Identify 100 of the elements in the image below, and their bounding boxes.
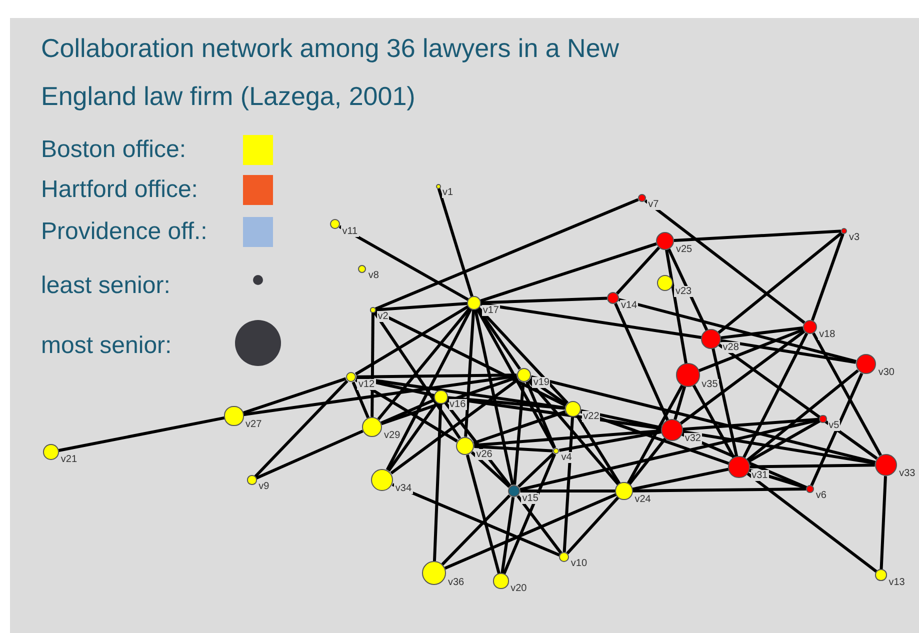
connection-line <box>576 415 621 484</box>
connection-line <box>354 378 458 442</box>
connection-line <box>58 416 225 452</box>
node-label: v30 <box>877 367 896 378</box>
connection-line <box>518 452 555 488</box>
connection-line <box>392 483 560 556</box>
node-label: v10 <box>570 558 588 570</box>
connection-line <box>746 472 878 573</box>
connection-line <box>352 381 370 418</box>
connection-line <box>478 306 569 404</box>
connection-line <box>750 464 875 468</box>
lawyer-node <box>840 228 848 234</box>
connection-line <box>470 451 510 488</box>
node-label: v26 <box>475 448 494 460</box>
connection-line <box>386 308 472 471</box>
connection-line <box>242 377 346 414</box>
connection-line <box>718 232 843 334</box>
connection-line <box>812 332 882 456</box>
legend-label: least senior: <box>41 272 170 300</box>
connection-line <box>632 488 806 492</box>
connection-line <box>562 417 574 552</box>
connection-line <box>447 396 662 430</box>
connection-line <box>480 242 657 302</box>
legend-label: most senior: <box>41 332 172 360</box>
connection-line <box>480 302 702 340</box>
connection-line <box>387 401 438 472</box>
connection-line <box>880 476 887 570</box>
connection-line <box>618 298 856 363</box>
connection-line <box>566 496 620 554</box>
node-label: v8 <box>367 270 380 282</box>
node-label: v29 <box>383 430 402 442</box>
node-label: v6 <box>814 490 828 502</box>
connection-line <box>254 380 348 478</box>
connection-line <box>377 307 471 420</box>
connection-line <box>520 490 616 492</box>
connection-line <box>558 430 662 452</box>
connection-line <box>720 339 856 364</box>
connection-line <box>580 409 662 430</box>
connection-line <box>667 248 708 331</box>
node-label: v3 <box>848 232 861 243</box>
lawyer-node <box>370 307 376 313</box>
node-label: v20 <box>510 583 528 594</box>
connection-line <box>692 384 736 458</box>
connection-line <box>520 418 820 492</box>
node-label: v22 <box>582 411 600 422</box>
connection-line <box>513 382 525 485</box>
connection-line <box>674 230 842 242</box>
connection-line <box>516 495 562 554</box>
connection-line <box>681 432 808 489</box>
connection-line <box>444 401 512 487</box>
connection-line <box>674 386 686 420</box>
connection-line <box>680 330 806 425</box>
connection-line <box>644 199 806 324</box>
connection-line <box>810 233 844 321</box>
connection-line <box>698 328 804 372</box>
node-label: v23 <box>674 286 693 297</box>
node-label: v34 <box>394 483 413 494</box>
legend-label: Hartford office: <box>41 176 198 204</box>
connection-line <box>447 396 565 410</box>
connection-line <box>502 453 556 575</box>
connection-line <box>528 380 620 486</box>
connection-line <box>616 246 660 295</box>
connection-line <box>432 403 442 562</box>
connection-line <box>720 326 804 340</box>
node-label: v7 <box>647 199 660 210</box>
connection-line <box>632 468 729 491</box>
connection-line <box>444 493 617 570</box>
connection-line <box>682 418 820 431</box>
connection-line <box>480 296 608 304</box>
connection-line <box>810 372 864 486</box>
connection-line <box>370 312 374 417</box>
connection-line <box>474 309 514 486</box>
connection-line <box>474 445 553 452</box>
connection-line <box>374 310 566 407</box>
connection-line <box>525 381 556 449</box>
connection-line <box>500 497 515 574</box>
connection-line <box>466 454 500 574</box>
lawyer-node <box>436 184 440 188</box>
connection-line <box>390 378 519 474</box>
connection-line <box>747 419 821 464</box>
node-label: v19 <box>532 377 550 388</box>
title: Collaboration network among 36 lawyers in a New England law firm (Lazega, 2001) <box>41 32 620 113</box>
node-label: v15 <box>521 492 540 504</box>
connection-line <box>529 378 568 406</box>
node-label: v32 <box>684 433 702 444</box>
node-label: v5 <box>828 420 840 432</box>
node-label: v12 <box>357 378 376 390</box>
connection-line <box>256 430 364 480</box>
connection-line <box>437 188 474 297</box>
legend-label: Providence off.: <box>41 218 208 246</box>
connection-line <box>374 198 639 310</box>
node-label: v9 <box>258 481 270 492</box>
connection-line <box>373 311 462 440</box>
connection-line <box>476 308 556 449</box>
node-label: v31 <box>750 470 769 482</box>
connection-line <box>580 410 730 465</box>
connection-line <box>356 374 517 378</box>
connection-line <box>530 375 876 464</box>
node-label: v4 <box>560 452 573 463</box>
node-label: v14 <box>620 300 638 311</box>
